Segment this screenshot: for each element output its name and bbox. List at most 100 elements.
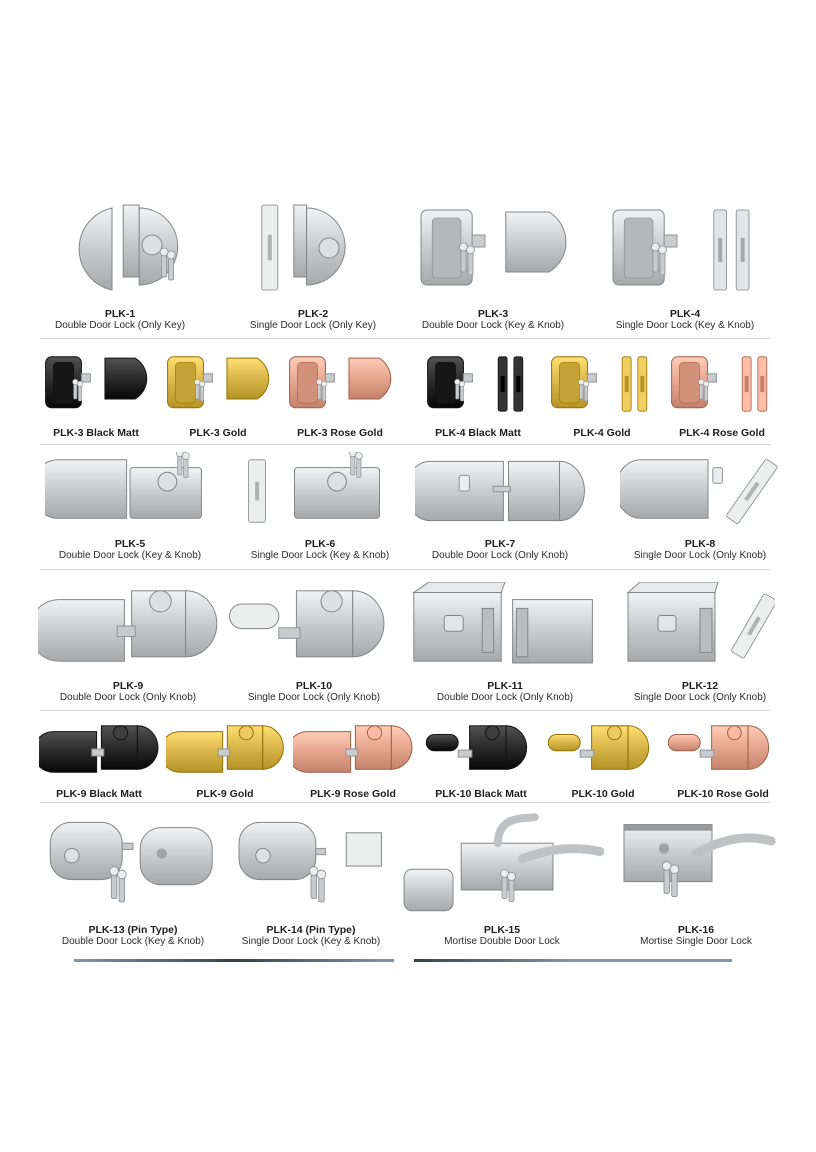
lock-image (410, 582, 600, 670)
product-description: Mortise Single Door Lock (640, 936, 752, 947)
product-plk-14: PLK-14 (Pin Type) Single Door Lock (Key … (226, 812, 396, 948)
row-divider (40, 338, 770, 339)
product-description: Single Door Lock (Key & Knob) (241, 936, 381, 947)
product-description: Double Door Lock (Only Key) (54, 320, 186, 331)
product-plk-3: PLK-3 Double Door Lock (Key & Knob) (408, 200, 578, 332)
product-plk-1: PLK-1 Double Door Lock (Only Key) (40, 200, 200, 332)
product-description: Single Door Lock (Key & Knob) (250, 550, 390, 561)
product-plk-12: PLK-12 Single Door Lock (Only Knob) (612, 582, 788, 704)
product-plk-10-rose: PLK-10 Rose Gold (660, 720, 786, 800)
product-plk-7: PLK-7 Double Door Lock (Only Knob) (412, 452, 588, 562)
product-plk-9-rose: PLK-9 Rose Gold (290, 720, 416, 800)
footer-rule-right (414, 959, 732, 962)
product-description: Single Door Lock (Only Knob) (247, 692, 381, 703)
product-code: PLK-9 (112, 680, 144, 692)
product-code: PLK-9 Gold (196, 788, 254, 800)
product-description: Double Door Lock (Only Knob) (59, 692, 197, 703)
product-description: Double Door Lock (Only Knob) (431, 550, 569, 561)
product-plk-11: PLK-11 Double Door Lock (Only Knob) (410, 582, 600, 704)
product-plk-15: PLK-15 Mortise Double Door Lock (400, 812, 604, 948)
lock-image (625, 582, 775, 670)
product-code: PLK-11 (487, 680, 523, 692)
lock-image (413, 200, 573, 300)
lock-image (284, 350, 396, 418)
lock-image (424, 720, 538, 778)
product-description: Double Door Lock (Key & Knob) (421, 320, 565, 331)
product-code: PLK-9 Rose Gold (310, 788, 396, 800)
lock-image (40, 200, 200, 300)
lock-image (546, 350, 658, 418)
product-code: PLK-4 Rose Gold (679, 427, 765, 439)
product-plk-10-black: PLK-10 Black Matt (418, 720, 544, 800)
row-divider (40, 569, 770, 570)
product-plk-16: PLK-16 Mortise Single Door Lock (614, 812, 778, 948)
product-plk-13: PLK-13 (Pin Type) Double Door Lock (Key … (40, 812, 226, 948)
product-plk-5: PLK-5 Double Door Lock (Key & Knob) (40, 452, 220, 562)
product-plk-6: PLK-6 Single Door Lock (Key & Knob) (232, 452, 408, 562)
product-code: PLK-4 Black Matt (435, 427, 521, 439)
lock-image (231, 812, 391, 916)
product-code: PLK-9 Black Matt (56, 788, 142, 800)
lock-image (40, 350, 152, 418)
product-plk-3-gold: PLK-3 Gold (162, 350, 274, 439)
product-plk-3-rose: PLK-3 Rose Gold (284, 350, 396, 439)
product-description: Single Door Lock (Key & Knob) (615, 320, 755, 331)
product-code: PLK-7 (484, 538, 516, 550)
lock-image (605, 200, 765, 300)
product-description: Double Door Lock (Key & Knob) (61, 936, 205, 947)
product-code: PLK-1 (104, 308, 136, 320)
product-code: PLK-5 (114, 538, 146, 550)
footer-rule-left (74, 959, 394, 962)
product-description: Mortise Double Door Lock (444, 936, 560, 947)
product-plk-4: PLK-4 Single Door Lock (Key & Knob) (600, 200, 770, 332)
lock-image (43, 812, 223, 916)
product-code: PLK-3 Black Matt (53, 427, 139, 439)
product-plk-8: PLK-8 Single Door Lock (Only Knob) (612, 452, 788, 562)
lock-image (415, 452, 585, 530)
product-code: PLK-10 Gold (571, 788, 635, 800)
row-divider (40, 710, 770, 711)
lock-image (546, 720, 660, 778)
product-code: PLK-13 (Pin Type) (88, 924, 178, 936)
product-description: Double Door Lock (Only Knob) (436, 692, 574, 703)
lock-image (166, 720, 284, 778)
product-code: PLK-12 (681, 680, 719, 692)
lock-image (162, 350, 274, 418)
product-plk-9-gold: PLK-9 Gold (166, 720, 284, 800)
product-code: PLK-14 (Pin Type) (266, 924, 356, 936)
product-plk-9: PLK-9 Double Door Lock (Only Knob) (36, 582, 220, 704)
lock-image (45, 452, 215, 530)
lock-image (666, 720, 780, 778)
product-code: PLK-4 (669, 308, 701, 320)
product-description: Single Door Lock (Only Key) (249, 320, 377, 331)
row-divider (40, 802, 770, 803)
lock-image (620, 452, 780, 530)
product-code: PLK-16 (677, 924, 715, 936)
lock-image (38, 582, 218, 670)
lock-image (39, 720, 159, 778)
product-code: PLK-10 Rose Gold (677, 788, 769, 800)
product-plk-4-black: PLK-4 Black Matt (420, 350, 536, 439)
product-code: PLK-3 Gold (189, 427, 247, 439)
lock-image (226, 582, 402, 670)
product-code: PLK-3 Rose Gold (297, 427, 383, 439)
lock-image (666, 350, 778, 418)
product-code: PLK-15 (483, 924, 521, 936)
product-plk-2: PLK-2 Single Door Lock (Only Key) (228, 200, 398, 332)
product-code: PLK-6 (304, 538, 336, 550)
product-description: Single Door Lock (Only Knob) (633, 550, 767, 561)
product-code: PLK-4 Gold (573, 427, 631, 439)
product-code: PLK-2 (297, 308, 329, 320)
product-code: PLK-10 Black Matt (435, 788, 527, 800)
product-code: PLK-3 (477, 308, 509, 320)
lock-image (233, 200, 393, 300)
product-plk-4-rose: PLK-4 Rose Gold (664, 350, 780, 439)
product-code: PLK-8 (684, 538, 716, 550)
product-plk-10: PLK-10 Single Door Lock (Only Knob) (224, 582, 404, 704)
lock-image (616, 812, 776, 916)
lock-image (293, 720, 413, 778)
lock-image (235, 452, 405, 530)
product-description: Single Door Lock (Only Knob) (633, 692, 767, 703)
product-code: PLK-10 (295, 680, 333, 692)
product-plk-4-gold: PLK-4 Gold (544, 350, 660, 439)
